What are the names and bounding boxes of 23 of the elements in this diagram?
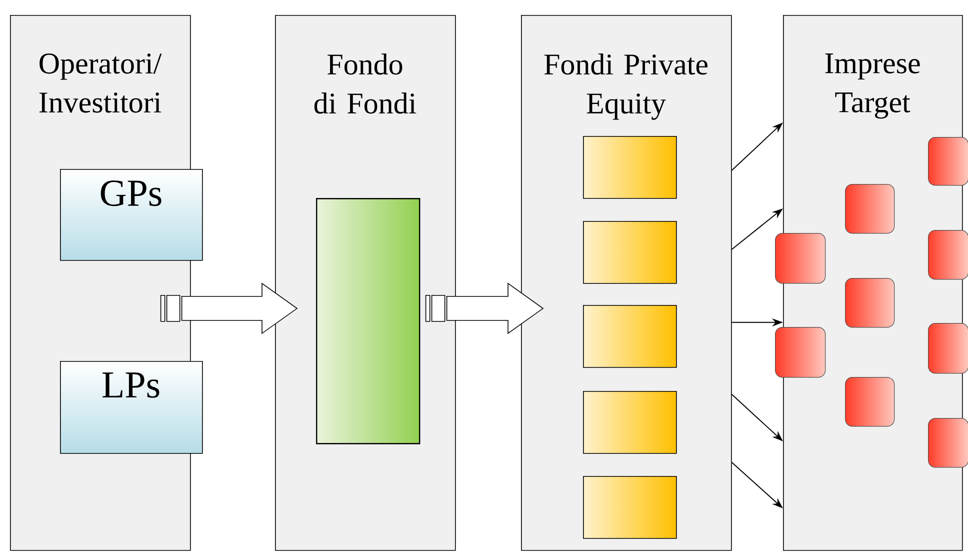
company-square bbox=[845, 184, 895, 234]
fund-box bbox=[583, 221, 677, 284]
fund-box bbox=[583, 391, 677, 454]
column-heading: Imprese Target bbox=[825, 54, 920, 119]
company-square bbox=[928, 137, 968, 186]
fund-bar bbox=[316, 198, 420, 444]
column-heading: Fondi Private Equity bbox=[544, 54, 708, 120]
block-arrow bbox=[425, 282, 544, 334]
investor-box: LPs bbox=[60, 361, 203, 454]
fund-box bbox=[583, 305, 677, 368]
investor-box: GPs bbox=[60, 169, 203, 261]
company-square bbox=[775, 327, 826, 378]
company-square bbox=[845, 377, 895, 427]
company-square bbox=[845, 278, 895, 328]
company-square bbox=[928, 418, 968, 468]
company-square bbox=[775, 233, 826, 284]
column-heading: Fondo di Fondi bbox=[314, 54, 416, 114]
fund-box bbox=[583, 476, 677, 539]
column-heading: Operatori/ Investitori bbox=[39, 54, 162, 113]
fund-box bbox=[583, 136, 677, 199]
block-arrow bbox=[160, 282, 298, 334]
company-square bbox=[928, 230, 968, 280]
company-square bbox=[928, 323, 968, 374]
